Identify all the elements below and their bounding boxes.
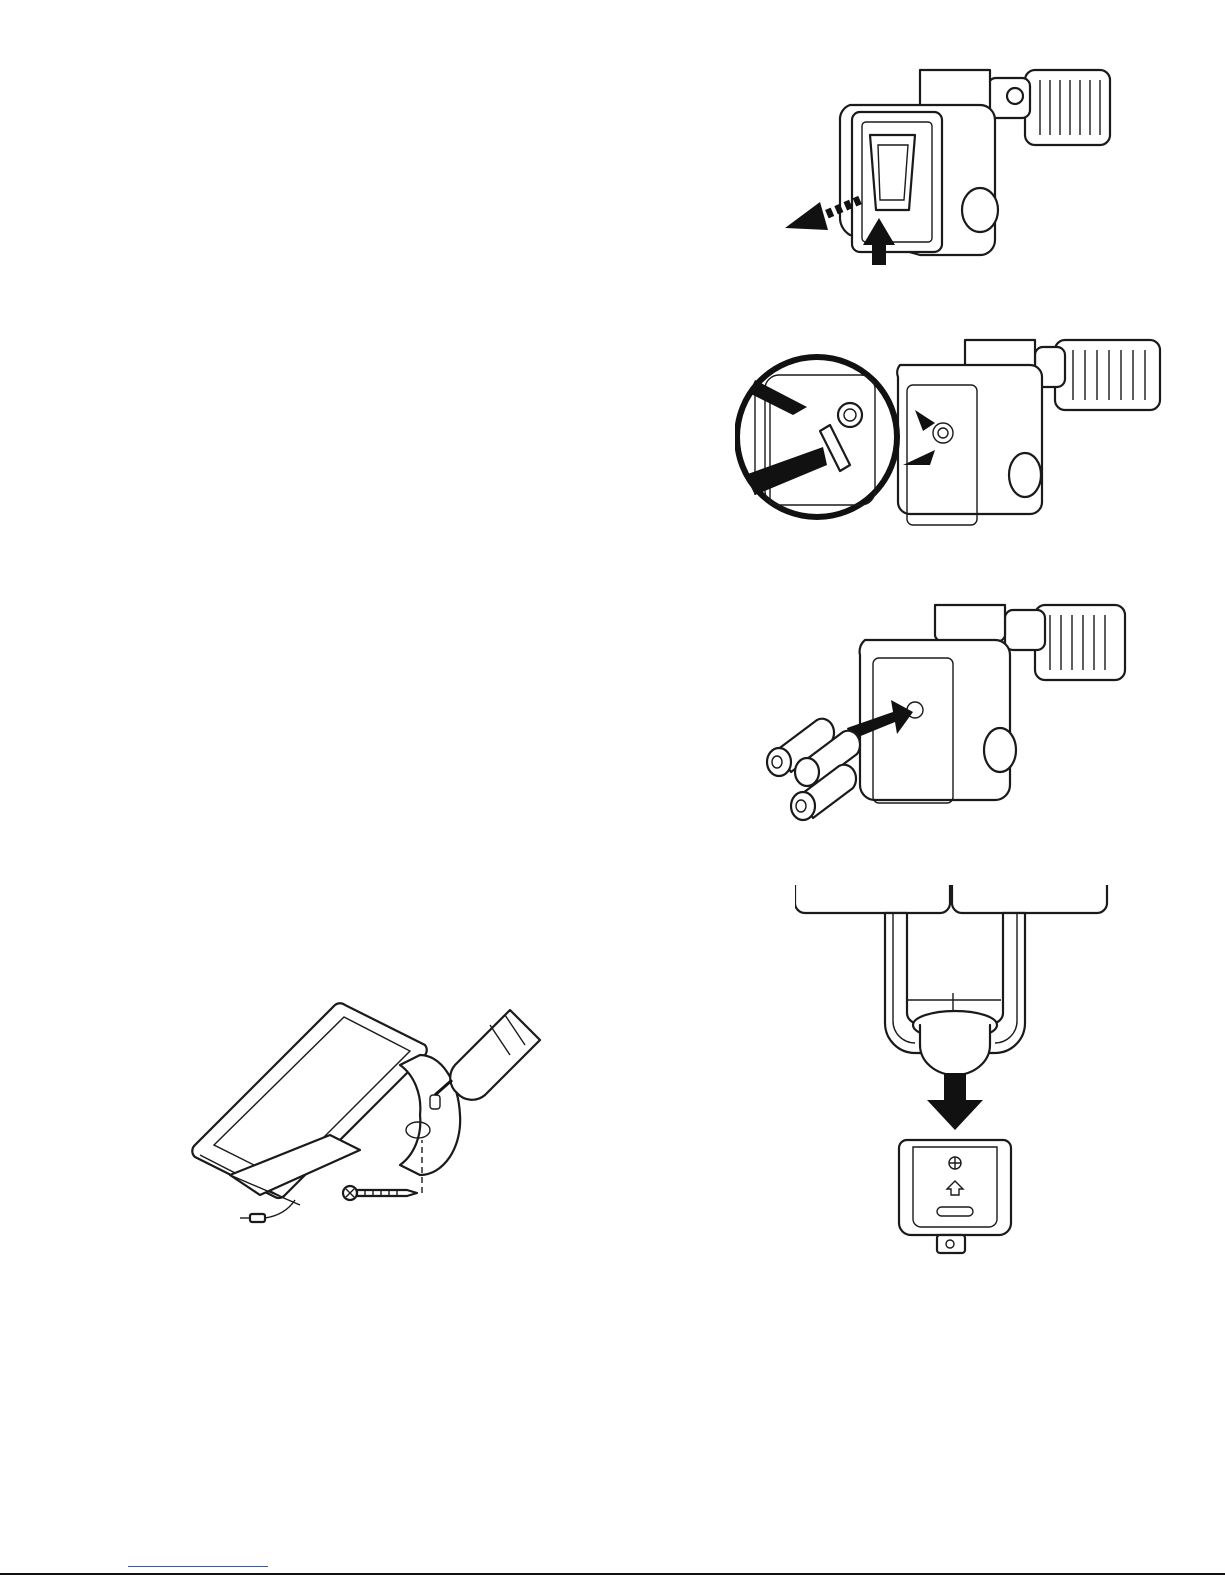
latch-clip-icon — [870, 135, 915, 210]
solar-panel-mount-illustration — [190, 995, 550, 1235]
magnifier-detail-icon — [737, 357, 897, 517]
battery-contacts-illustration — [735, 335, 1170, 540]
footer-link-underline[interactable] — [128, 1566, 268, 1567]
light-head-icon — [988, 70, 1110, 145]
screw-icon — [343, 1186, 417, 1200]
page-bottom-rule — [0, 1573, 1225, 1575]
down-arrow-icon — [927, 1073, 983, 1130]
knob-icon — [913, 1011, 997, 1075]
light-heads-icon — [795, 885, 1107, 913]
mounting-bracket-illustration — [795, 885, 1115, 1260]
cable-plug-icon — [240, 1200, 295, 1222]
insert-batteries-illustration — [765, 600, 1135, 825]
bracket-plate-icon — [899, 1140, 1011, 1253]
battery-icon — [767, 719, 860, 820]
remove-battery-cover-illustration — [770, 60, 1130, 275]
